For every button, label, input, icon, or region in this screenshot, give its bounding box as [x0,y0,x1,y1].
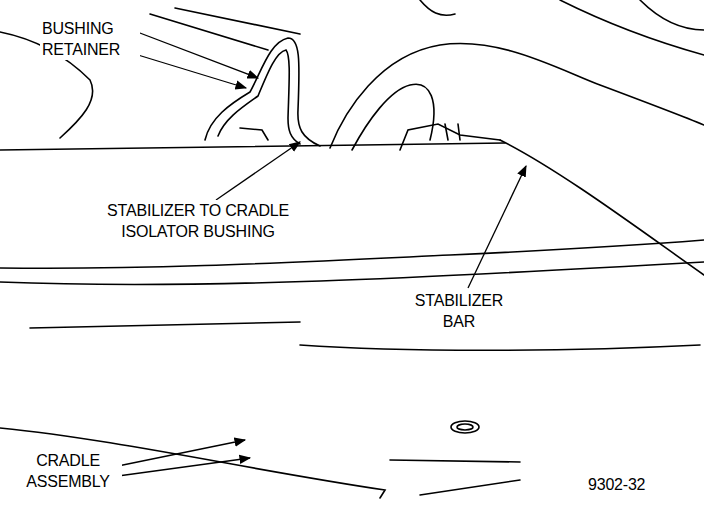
part-label: STABILIZER BAR [398,290,520,332]
leader-lines [118,30,526,476]
cradle-edge [0,428,385,498]
stabilizer-bar [445,124,448,140]
figure-number: 9302-32 [586,474,647,495]
cradle-edge [390,460,520,462]
isolator-bushing [352,84,434,150]
bushing-retainer [205,38,320,146]
cradle-edge [30,322,300,328]
cradle-edge [0,240,704,268]
bushing-retainer [240,128,268,140]
leader-line [132,30,258,78]
cradle-hole [451,421,479,433]
cradle-edge [420,480,520,495]
bushing-retainer [218,50,300,144]
cradle-edge [300,345,700,350]
frame-line [420,0,455,15]
stabilizer-bar [400,124,500,150]
frame-line [150,14,268,50]
stabilizer-bar [458,124,460,140]
stabilizer-bar [500,140,704,275]
frame-line [640,0,704,30]
part-label: BUSHING RETAINER [40,18,140,60]
part-label: STABILIZER TO CRADLE ISOLATOR BUSHING [78,200,318,242]
leader-line [118,440,245,466]
leader-line [216,142,300,200]
part-label: CRADLE ASSEMBLY [14,450,122,492]
leader-line [118,458,250,476]
stabilizer-bar [330,44,704,148]
leader-line [138,55,246,88]
cradle-edge [0,143,505,150]
frame-line [560,0,704,55]
frame-line [175,8,300,34]
leader-line [468,166,526,288]
cradle-hole [457,424,473,430]
cradle-edge [0,262,704,285]
